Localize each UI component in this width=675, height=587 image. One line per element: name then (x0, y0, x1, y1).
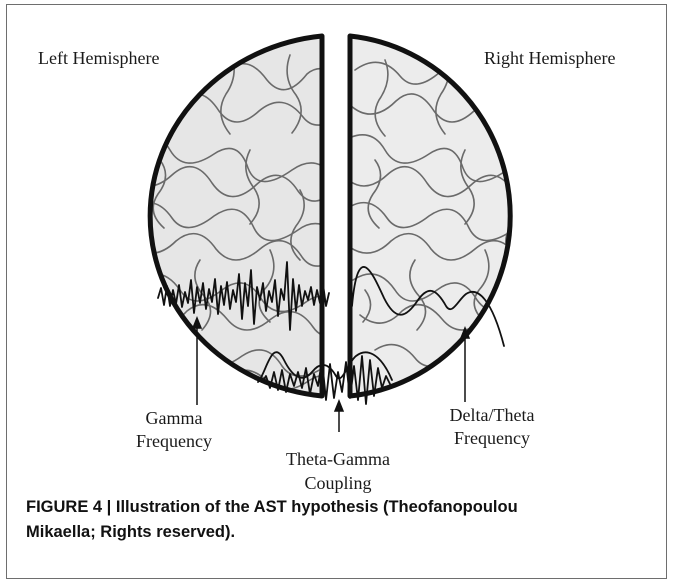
theta-gamma-label-line1: Theta-Gamma (286, 449, 390, 469)
right-hemisphere-shape (350, 36, 510, 396)
gamma-label-line2: Frequency (136, 431, 212, 451)
caption-line-2: Mikaella; Rights reserved). (26, 520, 626, 545)
theta-gamma-label-line2: Coupling (304, 473, 371, 493)
left-hemisphere-shape (150, 36, 322, 396)
figure-caption: FIGURE 4 | Illustration of the AST hypot… (26, 495, 626, 545)
delta-theta-label-line2: Frequency (454, 428, 530, 448)
delta-theta-label-line1: Delta/Theta (450, 405, 535, 425)
right-hemisphere-label: Right Hemisphere (484, 48, 615, 68)
left-hemisphere-label: Left Hemisphere (38, 48, 159, 68)
gamma-label-line1: Gamma (146, 408, 203, 428)
theta-gamma-arrowhead (335, 401, 343, 411)
ast-illustration: Left Hemisphere Right Hemisphere Gamma F… (0, 0, 675, 495)
caption-line-1: FIGURE 4 | Illustration of the AST hypot… (26, 495, 626, 520)
